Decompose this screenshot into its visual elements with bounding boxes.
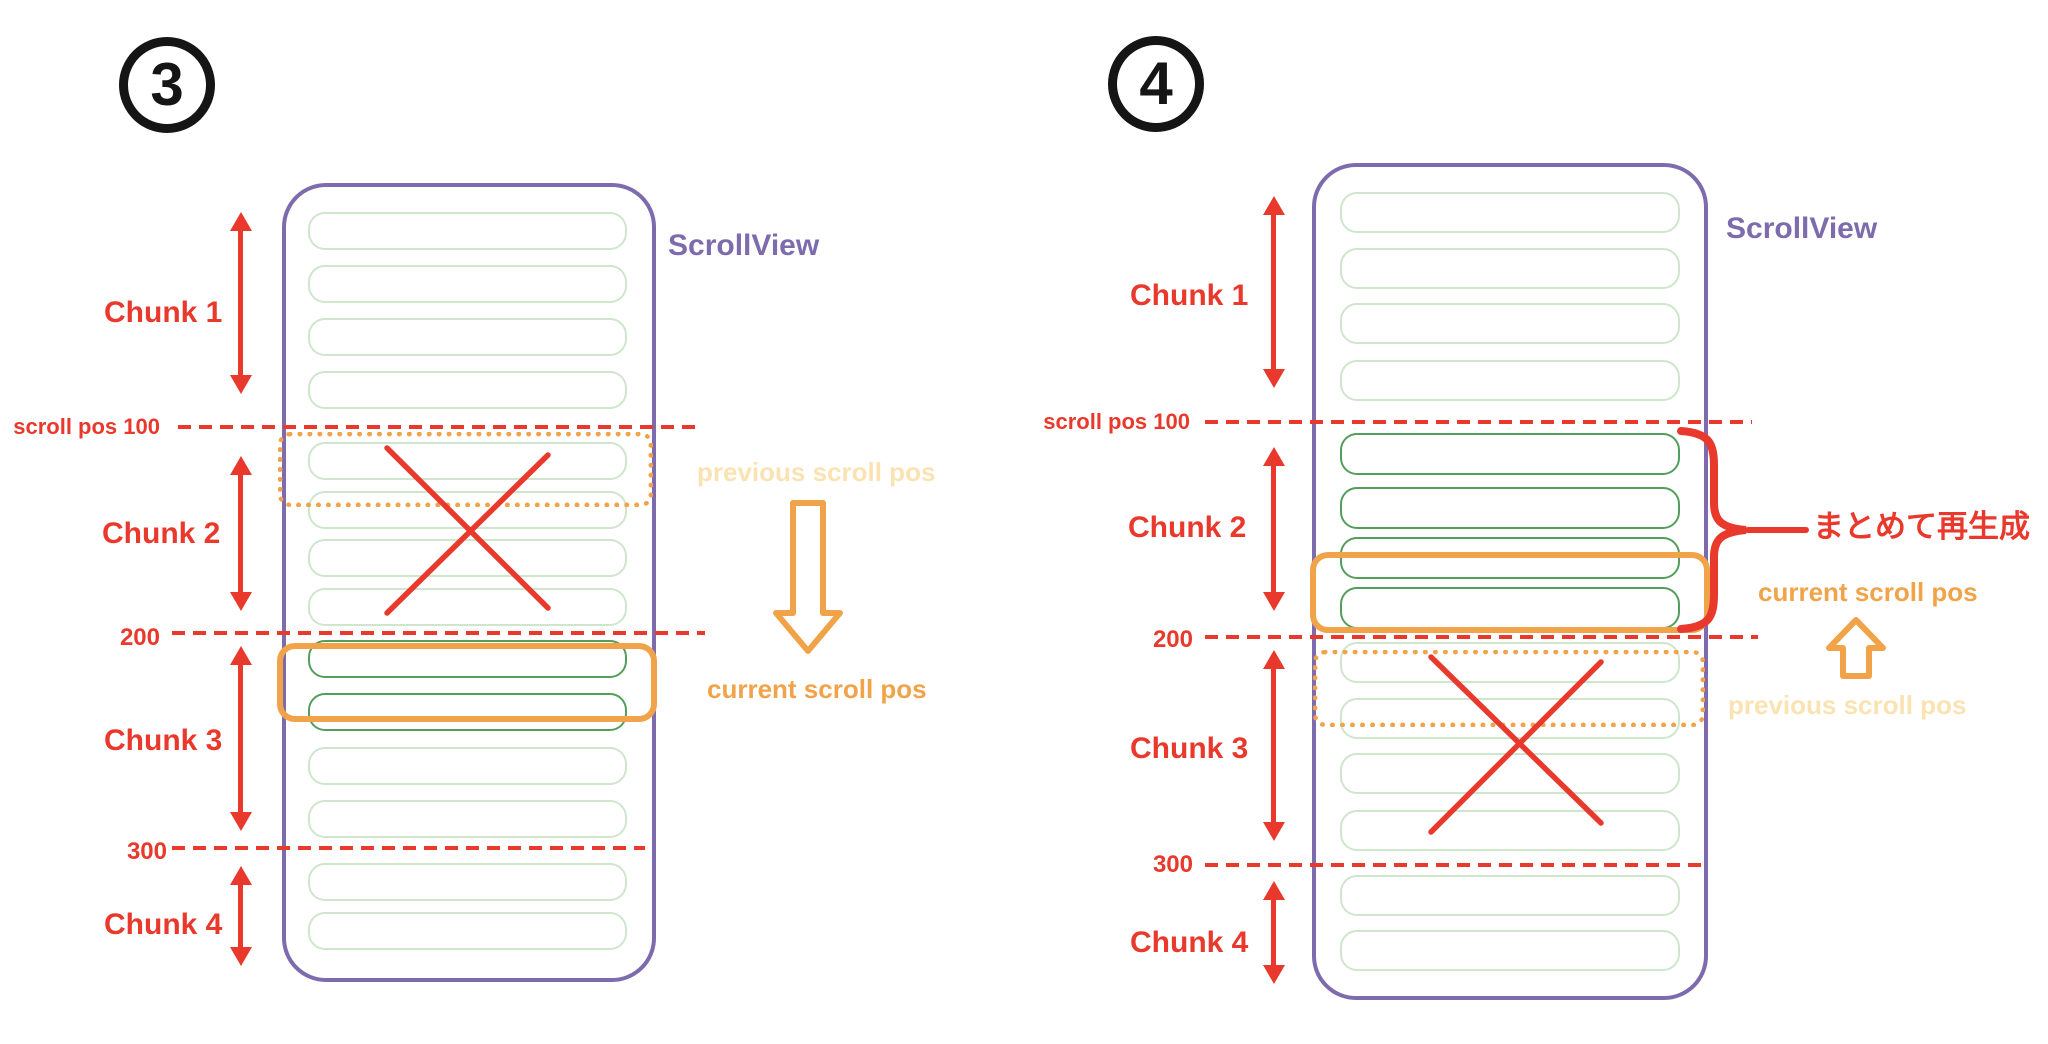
- chunk-1-label-left: Chunk 1: [104, 296, 223, 329]
- scroll-up-arrow: [1826, 617, 1886, 679]
- list-row: [308, 265, 627, 303]
- chunk-4-label-left: Chunk 4: [104, 908, 223, 941]
- previous-scroll-pos-box-right: [1313, 650, 1705, 727]
- chunk-1-extent-arrow-left: [238, 229, 243, 377]
- current-scroll-pos-label-left: current scroll pos: [707, 674, 927, 704]
- list-row: [308, 912, 627, 950]
- chunk-2-label-right: Chunk 2: [1128, 511, 1247, 544]
- previous-scroll-pos-label-right: previous scroll pos: [1728, 690, 1967, 720]
- scroll-pos-200-label-right: 200: [1152, 626, 1193, 653]
- list-row: [308, 588, 627, 626]
- list-row: [308, 800, 627, 838]
- current-scroll-pos-box-left: [277, 643, 657, 722]
- current-scroll-pos-label-right: current scroll pos: [1758, 577, 1978, 607]
- chunk-3-label-right: Chunk 3: [1130, 732, 1249, 765]
- scroll-pos-300-label-right: 300: [1152, 851, 1193, 878]
- chunk-3-extent-arrow-left: [238, 663, 243, 814]
- scroll-pos-200-label-left: 200: [119, 624, 160, 651]
- scroll-down-arrow: [773, 500, 843, 654]
- list-row-regenerated: [1340, 487, 1680, 529]
- current-scroll-pos-box-right: [1310, 552, 1710, 633]
- list-row: [308, 747, 627, 785]
- scrollview-label-left: ScrollView: [668, 229, 820, 262]
- scroll-pos-300-label-left: 300: [126, 838, 167, 865]
- list-row: [1340, 303, 1680, 344]
- list-row: [308, 371, 627, 409]
- chunk-4-extent-arrow-left: [238, 883, 243, 949]
- list-row-regenerated: [308, 693, 627, 731]
- chunk-1-extent-arrow-right: [1271, 213, 1276, 371]
- list-row: [1340, 753, 1680, 794]
- list-row: [1340, 875, 1680, 916]
- previous-scroll-pos-label-left: previous scroll pos: [697, 457, 936, 487]
- chunk-4-extent-arrow-right: [1271, 898, 1276, 967]
- chunk-3-label-left: Chunk 3: [104, 724, 223, 757]
- scroll-pos-100-line-right: [1205, 420, 1752, 424]
- list-row: [1340, 930, 1680, 971]
- scroll-pos-200-line-right: [1205, 635, 1758, 639]
- step-4-badge: 4: [1108, 36, 1204, 132]
- list-row: [1340, 810, 1680, 851]
- list-row: [308, 212, 627, 250]
- list-row: [1340, 360, 1680, 401]
- scroll-pos-100-label-right: scroll pos 100: [1043, 409, 1190, 434]
- previous-scroll-pos-box-left: [278, 432, 653, 507]
- scroll-pos-200-line-left: [172, 631, 705, 635]
- scroll-pos-300-line-left: [172, 846, 645, 850]
- list-row: [308, 539, 627, 577]
- chunk-2-extent-arrow-right: [1271, 464, 1276, 594]
- list-row: [1340, 248, 1680, 289]
- list-row-regenerated: [1340, 587, 1680, 629]
- list-row: [308, 318, 627, 356]
- chunk-3-extent-arrow-right: [1271, 667, 1276, 824]
- scroll-pos-300-line-right: [1205, 863, 1705, 867]
- step-3-badge: 3: [119, 37, 215, 133]
- scrollview-right: [1312, 163, 1708, 1000]
- chunk-2-extent-arrow-left: [238, 473, 243, 594]
- chunk-4-label-right: Chunk 4: [1130, 926, 1249, 959]
- chunk-2-label-left: Chunk 2: [102, 517, 221, 550]
- regenerate-together-label: まとめて再生成: [1813, 509, 2030, 544]
- list-row-regenerated: [1340, 537, 1680, 579]
- list-row: [308, 863, 627, 901]
- scroll-pos-100-line-left: [178, 425, 695, 429]
- list-row-regenerated: [1340, 433, 1680, 475]
- list-row: [1340, 192, 1680, 233]
- scroll-pos-100-label-left: scroll pos 100: [13, 414, 160, 439]
- scrollview-label-right: ScrollView: [1726, 212, 1878, 245]
- chunk-1-label-right: Chunk 1: [1130, 279, 1249, 312]
